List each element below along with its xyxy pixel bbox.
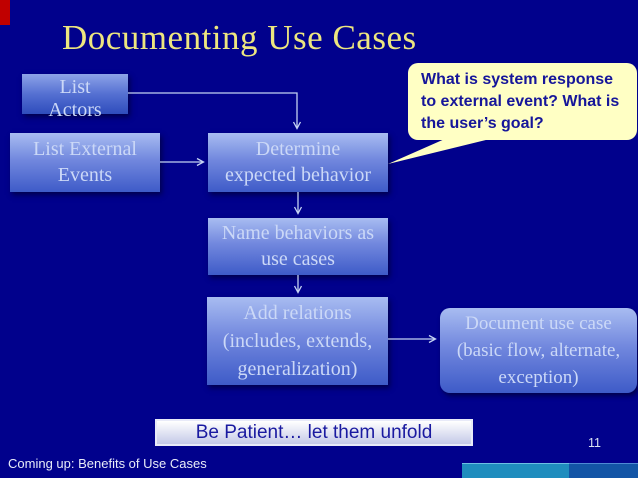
flow-box-line: exception) xyxy=(498,367,579,388)
flow-box-line: Actors xyxy=(48,99,102,121)
flow-box-line: Document use case xyxy=(465,313,612,334)
slide-title: Documenting Use Cases xyxy=(62,18,417,57)
callout-bubble: What is system response to external even… xyxy=(408,63,637,140)
flow-box-line: use cases xyxy=(261,248,335,270)
flow-box-line: Determine xyxy=(255,138,341,160)
flow-box-line: List External xyxy=(33,138,137,160)
flow-box-line: (includes, extends, xyxy=(222,330,373,352)
flow-box-name-behaviors: Name behaviors as use cases xyxy=(208,218,388,275)
flow-box-line: List xyxy=(59,76,91,98)
flow-box-line: generalization) xyxy=(237,358,358,380)
flow-box-list-actors: List Actors xyxy=(22,74,128,121)
bottom-bar-blue xyxy=(569,463,638,478)
callout-line: What is system response xyxy=(421,71,614,88)
flow-box-list-external-events: List External Events xyxy=(10,133,160,192)
flow-box-line: expected behavior xyxy=(224,164,372,186)
flow-box-add-relations: Add relations (includes, extends, genera… xyxy=(207,297,388,385)
flow-box-line: Name behaviors as xyxy=(221,222,375,244)
callout-tail xyxy=(388,138,494,164)
bottom-bar-teal xyxy=(462,463,569,478)
footer-note: Coming up: Benefits of Use Cases xyxy=(8,456,207,471)
flow-box-determine-expected-behavior: Determine expected behavior xyxy=(208,133,388,192)
callout-line: the user’s goal? xyxy=(421,115,544,132)
flow-box-line: Add relations xyxy=(243,302,352,324)
flow-box-document-use-case: Document use case (basic flow, alternate… xyxy=(440,308,637,393)
patience-banner: Be Patient… let them unfold xyxy=(155,419,473,446)
page-number: 11 xyxy=(588,436,601,450)
flow-box-line: Events xyxy=(57,164,113,186)
red-corner-accent xyxy=(0,0,10,25)
flow-box-line: (basic flow, alternate, xyxy=(456,340,621,361)
callout-line: to external event? What is xyxy=(421,93,620,110)
